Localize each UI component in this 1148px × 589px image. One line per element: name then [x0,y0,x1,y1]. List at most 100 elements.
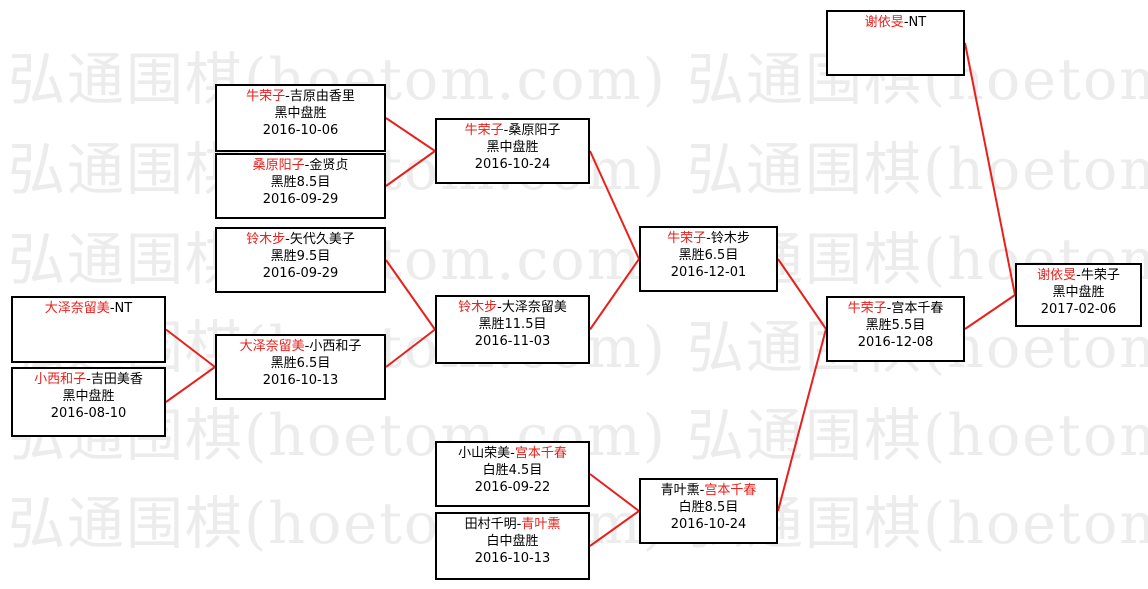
match-players: 牛荣子-桑原阳子 [437,122,588,139]
match-players: 牛荣子-铃木步 [641,230,776,247]
bracket-connector [589,473,640,512]
match-players: 田村千明-青叶熏 [437,516,588,533]
player-name: 牛荣子 [246,89,286,104]
player-name: 青叶熏 [660,483,700,498]
bracket-connector [589,510,640,547]
player-name: NT [908,15,927,30]
versus-dash: - [516,517,522,532]
match-box: 小西和子-吉田美香黑中盘胜 2016-08-10 [11,367,166,437]
bracket-connector [385,328,436,368]
match-result: 黑胜9.5目 [270,249,331,264]
player-name: 大泽奈留美 [239,339,305,354]
match-box: 大泽奈留美-NT [11,296,166,363]
bracket-connector [385,150,436,187]
match-players: 桑原阳子-金贤贞 [217,157,384,174]
match-result: 黑胜6.5目 [678,248,739,263]
match-players: 谢依旻-牛荣子 [1017,267,1140,284]
versus-dash: - [699,483,705,498]
match-date: 2016-10-13 [262,373,339,388]
match-players: 小西和子-吉田美香 [13,371,164,388]
bracket-connector [964,294,1016,330]
bracket-connector [777,258,827,330]
bracket-connector [165,366,216,403]
player-name: 小西和子 [309,339,362,354]
player-name: 铃木步 [458,300,498,315]
match-date: 2016-10-24 [474,157,551,172]
match-date: 2016-08-10 [50,406,127,421]
versus-dash: - [285,89,290,104]
versus-dash: - [503,123,509,138]
match-date: 2016-11-03 [474,334,551,349]
match-date: 2017-02-06 [1040,302,1117,317]
bracket-connector [589,258,640,331]
player-name: 铃木步 [710,231,750,246]
player-name: 吉原由香里 [289,89,355,104]
match-result: 黑中盘胜 [62,389,115,404]
versus-dash: - [886,301,892,316]
match-result: 黑胜6.5目 [270,356,331,371]
player-name: NT [114,301,133,316]
versus-dash: - [304,339,310,354]
player-name: 牛荣子 [667,231,707,246]
match-date: 2016-10-06 [262,123,339,138]
match-date: 2016-12-08 [857,335,934,350]
match-date: 2016-09-22 [474,480,551,495]
player-name: 宫本千春 [514,446,567,461]
match-players: 谢依旻-NT [828,14,963,31]
match-result: 黑胜5.5目 [865,318,926,333]
match-box: 牛荣子-桑原阳子黑中盘胜 2016-10-24 [435,118,590,184]
match-date: 2016-09-29 [262,192,339,207]
match-result: 白胜4.5目 [482,463,543,478]
match-players: 铃木步-大泽奈留美 [437,299,588,316]
versus-dash: - [706,231,711,246]
versus-dash: - [285,232,290,247]
player-name: 宫本千春 [704,483,757,498]
bracket-connector [165,328,216,368]
match-result: 黑中盘胜 [486,140,539,155]
match-date: 2016-10-13 [474,551,551,566]
player-name: 铃木步 [246,232,286,247]
match-date: 2016-09-29 [262,266,339,281]
bracket-connector [385,117,436,152]
player-name: 大泽奈留美 [501,300,567,315]
match-result: 白中盘胜 [486,534,539,549]
player-name: 桑原阳子 [508,123,561,138]
match-players: 铃木步-矢代久美子 [217,231,384,248]
match-players: 牛荣子-宫本千春 [828,300,963,317]
match-result: 黑胜11.5目 [478,317,547,332]
versus-dash: - [1076,268,1081,283]
bracket-connector [385,259,436,331]
versus-dash: - [510,446,515,461]
player-name: 牛荣子 [1080,268,1120,283]
player-name: 金贤贞 [309,158,349,173]
match-players: 大泽奈留美-小西和子 [217,338,384,355]
player-name: 矢代久美子 [289,232,355,247]
versus-dash: - [109,301,115,316]
match-box: 牛荣子-宫本千春黑胜5.5目 2016-12-08 [826,296,965,362]
bracket-connector [777,328,827,512]
match-box: 谢依旻-NT [826,10,965,76]
versus-dash: - [497,300,502,315]
player-name: 青叶熏 [521,517,561,532]
bracket-connector [964,42,1016,296]
player-name: 宫本千春 [891,301,944,316]
match-players: 牛荣子-吉原由香里 [217,88,384,105]
player-name: 谢依旻 [864,15,904,30]
player-name: 田村千明 [464,517,517,532]
match-result: 黑中盘胜 [1052,285,1105,300]
versus-dash: - [304,158,310,173]
match-result: 黑中盘胜 [274,106,327,121]
match-players: 青叶熏-宫本千春 [641,482,776,499]
player-name: 小西和子 [34,372,87,387]
match-date: 2016-10-24 [670,517,747,532]
player-name: 谢依旻 [1037,268,1077,283]
bracket-connector [589,150,640,260]
